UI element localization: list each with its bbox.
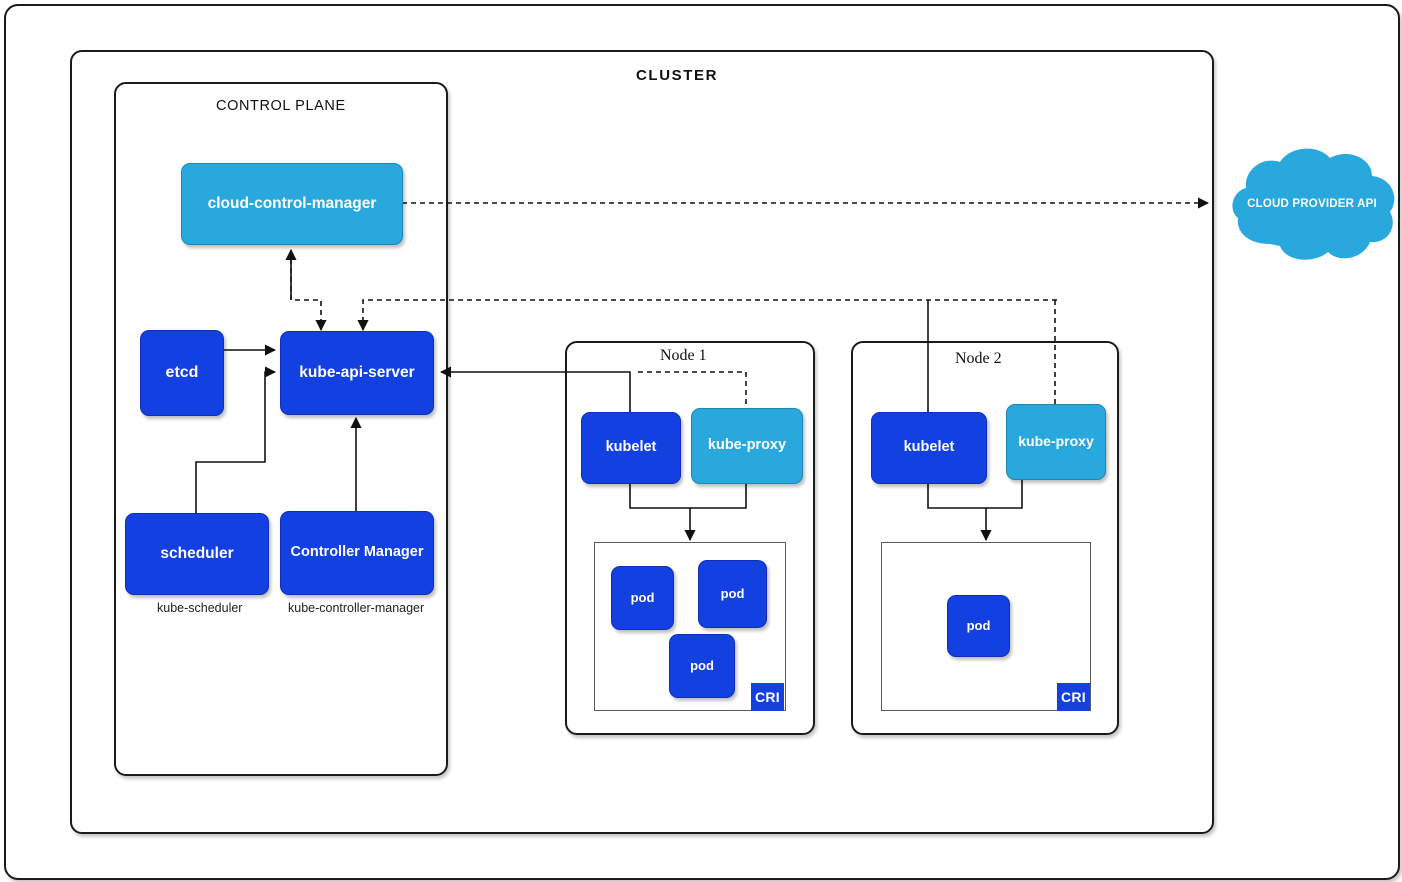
edge-node1-proxy-dashed (637, 371, 747, 404)
edge-node2-kubelet-to-cri (927, 481, 992, 542)
node-1-cri-label: CRI (754, 689, 780, 705)
kube-api-server-box[interactable]: kube-api-server (280, 331, 434, 415)
outer-frame (4, 4, 1400, 880)
node-1-kubelet-box[interactable]: kubelet (581, 412, 681, 484)
control-plane-label: CONTROL PLANE (216, 98, 346, 114)
node-2-kube-proxy-box[interactable]: kube-proxy (1006, 404, 1106, 480)
node-1-frame (565, 341, 815, 735)
controller-manager-caption: kube-controller-manager (288, 601, 425, 615)
node-2-cri-container (881, 542, 1091, 711)
etcd-label: etcd (165, 364, 199, 382)
node-1-cri-badge: CRI (751, 683, 784, 711)
node-1-pod-3[interactable]: pod (669, 634, 735, 698)
cloud-provider-api-label: CLOUD PROVIDER API (1247, 198, 1377, 210)
etcd-box[interactable]: etcd (140, 330, 224, 416)
node-2-pod-1[interactable]: pod (947, 595, 1010, 657)
control-plane-frame (114, 82, 448, 776)
controller-manager-box[interactable]: Controller Manager (280, 511, 434, 595)
cloud-icon (1232, 148, 1395, 260)
kube-api-server-label: kube-api-server (299, 364, 415, 382)
cloud-control-manager-label: cloud-control-manager (207, 195, 377, 213)
controller-manager-label: Controller Manager (290, 544, 424, 561)
edge-ccm-to-apiserver (290, 250, 327, 332)
scheduler-label: scheduler (160, 545, 234, 563)
node-2-frame (851, 341, 1119, 735)
node-1-pod-1[interactable]: pod (611, 566, 674, 630)
node-1-cri-container (594, 542, 786, 711)
node-2-cri-badge: CRI (1057, 683, 1090, 711)
edge-node1-proxy-to-cri (690, 481, 747, 509)
cloud-control-manager-box[interactable]: cloud-control-manager (181, 163, 403, 245)
node-2-cri-label: CRI (1060, 689, 1086, 705)
cloud-provider-api[interactable]: CLOUD PROVIDER API (1222, 140, 1402, 272)
scheduler-caption: kube-scheduler (157, 601, 243, 615)
node-2-pod-1-label: pod (966, 617, 991, 633)
node-2-kube-proxy-label: kube-proxy (1018, 433, 1094, 450)
edge-kubelets-to-apiserver (439, 366, 631, 412)
node-1-pod-2-label: pod (720, 585, 745, 601)
node-1-pod-1-label: pod (630, 589, 655, 605)
cluster-frame (70, 50, 1214, 834)
node-1-pod-2[interactable]: pod (698, 560, 767, 628)
scheduler-box[interactable]: scheduler (125, 513, 269, 595)
node-1-title: Node 1 (660, 347, 707, 364)
edge-node1-kubelet-to-cri (629, 481, 696, 542)
node-1-kube-proxy-label: kube-proxy (707, 437, 787, 454)
cluster-title: CLUSTER (636, 67, 719, 84)
edge-proxies-to-apiserver (357, 299, 1057, 332)
node-1-pod-3-label: pod (690, 657, 714, 673)
edge-scheduler-to-apiserver (195, 366, 277, 513)
node-2-kubelet-label: kubelet (903, 439, 955, 456)
node-2-title: Node 2 (955, 350, 1002, 367)
edge-node2-proxy-to-cri (986, 478, 1023, 509)
node-1-kube-proxy-box[interactable]: kube-proxy (691, 408, 803, 484)
node-2-kubelet-box[interactable]: kubelet (871, 412, 987, 484)
node-1-kubelet-label: kubelet (605, 439, 657, 456)
